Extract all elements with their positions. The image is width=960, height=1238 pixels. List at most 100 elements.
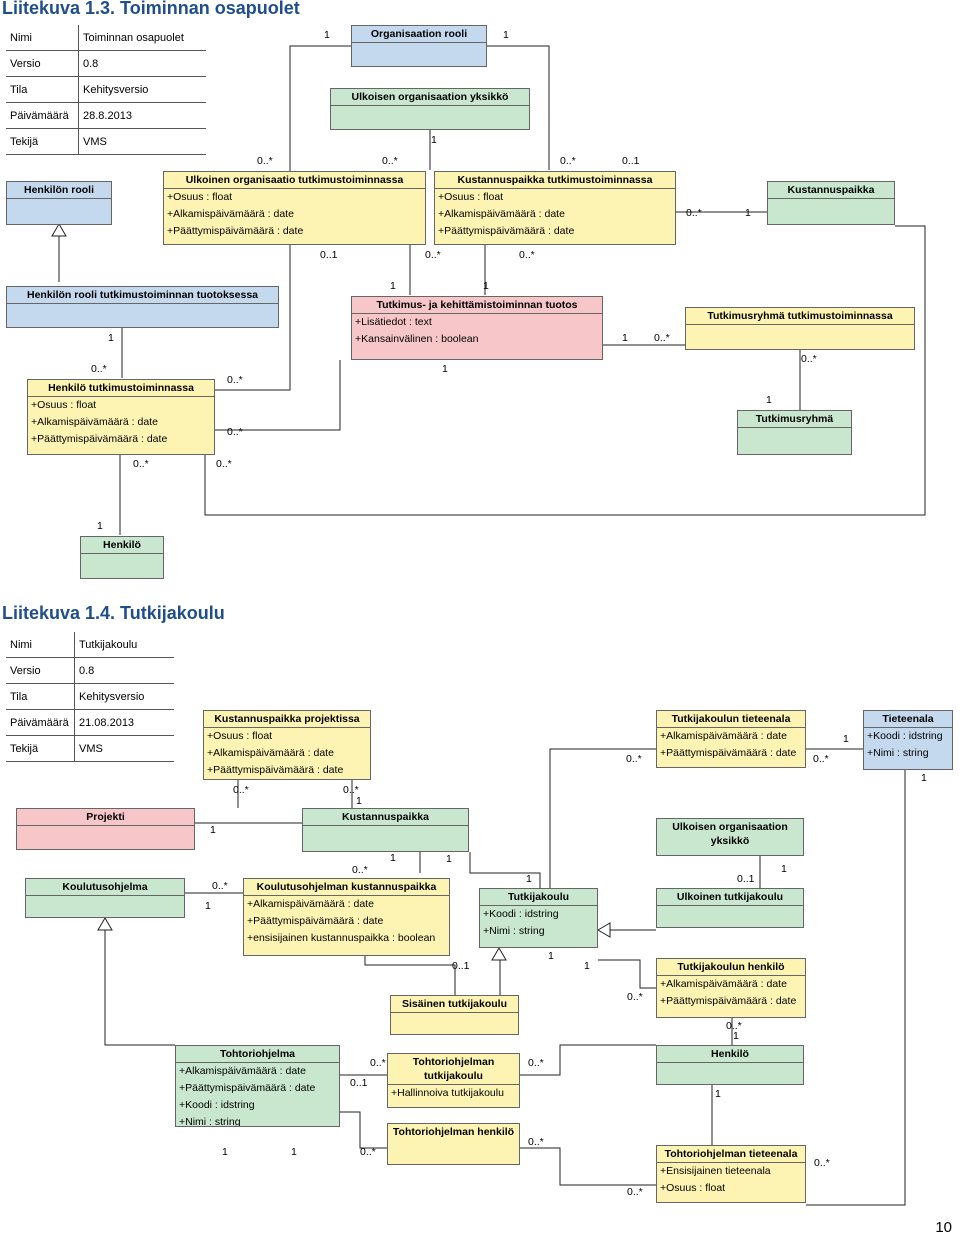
multiplicity: 1 [291, 1146, 297, 1158]
meta-key: Nimi [6, 25, 79, 51]
class-henkilo-tutkimustoiminnassa[interactable]: Henkilö tutkimustoiminnassa +Osuus : flo… [27, 379, 215, 455]
class-attribute: +Alkamispäivämäärä : date [31, 416, 158, 428]
class-tutkijakoulu[interactable]: Tutkijakoulu +Koodi : idstring +Nimi : s… [479, 888, 598, 948]
multiplicity: 0..* [216, 458, 232, 470]
meta-value: 28.8.2013 [78, 102, 206, 129]
class-ulkoisen-organisaation-yksikko[interactable]: Ulkoisen organisaation yksikkö [330, 88, 530, 130]
multiplicity: 0..1 [452, 960, 470, 972]
class-title: Tohtoriohjelman tieteenala [657, 1146, 805, 1163]
multiplicity: 1 [390, 280, 396, 292]
class-sisainen-tutkijakoulu[interactable]: Sisäinen tutkijakoulu [390, 995, 519, 1035]
multiplicity: 1 [622, 332, 628, 344]
meta-value: 0.8 [78, 50, 206, 77]
meta-key: Tekijä [6, 735, 75, 762]
multiplicity: 1 [584, 960, 590, 972]
class-ulkoinen-tutkijakoulu[interactable]: Ulkoinen tutkijakoulu [656, 888, 804, 928]
class-title: Kustannuspaikka [768, 182, 894, 199]
class-title: Kustannuspaikka [303, 809, 468, 826]
class-attribute: +Alkamispäivämäärä : date [179, 1065, 306, 1077]
multiplicity: 0..* [91, 363, 107, 375]
multiplicity: 0..* [233, 784, 249, 796]
class-henkilo[interactable]: Henkilö [80, 536, 164, 579]
meta-value: Tutkijakoulu [74, 632, 174, 658]
class-attribute: +Nimi : string [483, 925, 545, 937]
class-tutkimus-ja-kehittamistoiminnan-tuotos[interactable]: Tutkimus- ja kehittämistoiminnan tuotos … [351, 296, 603, 360]
class-attribute: +Alkamispäivämäärä : date [660, 978, 787, 990]
class-projekti[interactable]: Projekti [16, 808, 195, 850]
class-koulutusohjelma[interactable]: Koulutusohjelma [25, 878, 185, 918]
multiplicity: 1 [715, 1088, 721, 1100]
multiplicity: 0..1 [350, 1077, 368, 1089]
class-henkilon-rooli[interactable]: Henkilön rooli [6, 181, 112, 225]
class-henkilon-rooli-tutkimustoiminnan-tuotoksessa[interactable]: Henkilön rooli tutkimustoiminnan tuotoks… [6, 286, 279, 328]
class-attribute: +Päättymispäivämäärä : date [179, 1082, 316, 1094]
multiplicity: 1 [766, 394, 772, 406]
class-tutkijakoulun-tieteenala[interactable]: Tutkijakoulun tieteenala +Alkamispäivämä… [656, 710, 806, 768]
class-kustannuspaikka[interactable]: Kustannuspaikka [767, 181, 895, 225]
class-attribute: +Alkamispäivämäärä : date [438, 208, 565, 220]
class-title: Tohtoriohjelman henkilö [392, 1126, 515, 1138]
multiplicity: 0..* [654, 332, 670, 344]
class-title: Sisäinen tutkijakoulu [391, 996, 518, 1013]
class-tohtoriohjelman-tutkijakoulu[interactable]: Tohtoriohjelman tutkijakoulu +Hallinnoiv… [387, 1053, 520, 1108]
multiplicity: 0..* [528, 1057, 544, 1069]
class-title: Tutkijakoulu [480, 889, 597, 906]
class-title: Projekti [17, 809, 194, 826]
class-kustannuspaikka-tutkimustoiminnassa[interactable]: Kustannuspaikka tutkimustoiminnassa +Osu… [434, 171, 676, 245]
multiplicity: 0..* [382, 155, 398, 167]
class-tutkimusryhma[interactable]: Tutkimusryhmä [737, 410, 852, 455]
multiplicity: 1 [390, 852, 396, 864]
class-attribute: +Alkamispäivämäärä : date [660, 730, 787, 742]
multiplicity: 0..1 [622, 155, 640, 167]
class-ulkoinen-organisaatio-tutkimustoiminnassa[interactable]: Ulkoinen organisaatio tutkimustoiminnass… [163, 171, 426, 245]
multiplicity: 1 [431, 134, 437, 146]
multiplicity: 0..* [360, 1146, 376, 1158]
multiplicity: 1 [483, 280, 489, 292]
multiplicity: 0..* [227, 374, 243, 386]
class-attribute: +Koodi : idstring [179, 1099, 255, 1111]
class-tohtoriohjelman-tieteenala[interactable]: Tohtoriohjelman tieteenala +Ensisijainen… [656, 1145, 806, 1203]
multiplicity: 1 [210, 824, 216, 836]
class-attribute: +Osuus : float [167, 191, 233, 203]
class-attribute: +ensisijainen kustannuspaikka : boolean [247, 932, 436, 944]
class-attribute: +Päättymispäivämäärä : date [247, 915, 384, 927]
class-attribute: +Osuus : float [438, 191, 504, 203]
class-koulutusohjelman-kustannuspaikka[interactable]: Koulutusohjelman kustannuspaikka +Alkami… [243, 878, 450, 956]
class-attribute: +Nimi : string [179, 1116, 241, 1127]
class-title: Kustannuspaikka projektissa [204, 711, 370, 728]
class-title: Ulkoisen organisaation yksikkö [672, 821, 788, 847]
class-attribute: +Osuus : float [207, 730, 273, 742]
multiplicity: 0..* [519, 249, 535, 261]
multiplicity: 0..* [343, 784, 359, 796]
class-title: Organisaation rooli [352, 26, 486, 43]
section-title-2: Liitekuva 1.4. Tutkijakoulu [2, 603, 225, 623]
class-tohtoriohjelman-henkilo[interactable]: Tohtoriohjelman henkilö [387, 1123, 520, 1165]
meta-key: Tila [6, 683, 75, 710]
class-tutkimusryhma-tutkimustoiminnassa[interactable]: Tutkimusryhmä tutkimustoiminnassa [685, 307, 915, 350]
multiplicity: 1 [205, 900, 211, 912]
class-tohtoriohjelma[interactable]: Tohtoriohjelma +Alkamispäivämäärä : date… [175, 1045, 340, 1127]
multiplicity: 0..* [352, 864, 368, 876]
meta-value: Kehitysversio [74, 683, 174, 710]
class-ulkoisen-organisaation-yksikko[interactable]: Ulkoisen organisaation yksikkö [656, 818, 804, 856]
class-organisaation-rooli[interactable]: Organisaation rooli [351, 25, 487, 67]
multiplicity: 0..1 [737, 873, 755, 885]
multiplicity: 1 [324, 29, 330, 41]
multiplicity: 1 [548, 950, 554, 962]
multiplicity: 0..* [726, 1020, 742, 1032]
class-title: Tutkimusryhmä tutkimustoiminnassa [686, 308, 914, 325]
class-henkilo[interactable]: Henkilö [656, 1045, 804, 1085]
meta-value: Kehitysversio [78, 76, 206, 103]
multiplicity: 0..* [814, 1157, 830, 1169]
multiplicity: 1 [356, 795, 362, 807]
multiplicity: 1 [503, 29, 509, 41]
class-tieteenala[interactable]: Tieteenala +Koodi : idstring +Nimi : str… [863, 710, 953, 770]
class-kustannuspaikka-projektissa[interactable]: Kustannuspaikka projektissa +Osuus : flo… [203, 710, 371, 780]
meta-key: Tila [6, 76, 79, 103]
class-title: Henkilö [657, 1046, 803, 1063]
class-attribute: +Hallinnoiva tutkijakoulu [391, 1087, 504, 1099]
class-kustannuspaikka[interactable]: Kustannuspaikka [302, 808, 469, 852]
multiplicity: 0..* [813, 753, 829, 765]
meta-key: Versio [6, 657, 75, 684]
class-tutkijakoulun-henkilo[interactable]: Tutkijakoulun henkilö +Alkamispäivämäärä… [656, 958, 806, 1018]
